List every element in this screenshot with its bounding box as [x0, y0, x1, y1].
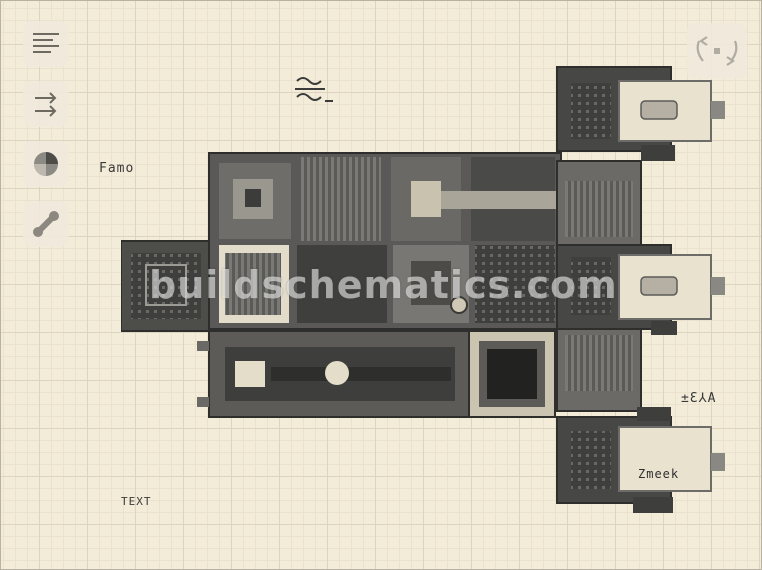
recenter-icon	[696, 36, 738, 66]
tools-button[interactable]	[23, 201, 69, 247]
module-label-bottom: Zmeek	[638, 467, 680, 481]
lower-corridor	[197, 330, 472, 418]
wave-symbol-icon	[295, 77, 333, 102]
list-button[interactable]	[23, 21, 69, 67]
thruster-mid	[556, 244, 725, 335]
arrows-right-icon	[35, 92, 57, 117]
text-label: TEXT	[121, 495, 152, 508]
thruster-bottom	[556, 407, 725, 513]
wrench-icon	[33, 211, 59, 237]
main-hull	[208, 152, 571, 330]
watermark: buildschematics.com	[149, 263, 618, 307]
core-box	[468, 330, 556, 418]
color-palette-icon	[34, 152, 58, 176]
list-icon	[33, 33, 59, 53]
transfer-button[interactable]	[23, 81, 69, 127]
left-toolbar	[23, 21, 69, 261]
module-label-left: Famo	[99, 161, 135, 176]
module-label-right: ±Ɛ⅄A	[681, 391, 717, 406]
palette-button[interactable]	[23, 141, 69, 187]
recenter-button[interactable]	[687, 23, 747, 79]
ship-schematic[interactable]	[121, 61, 731, 521]
thruster-top	[556, 66, 725, 161]
